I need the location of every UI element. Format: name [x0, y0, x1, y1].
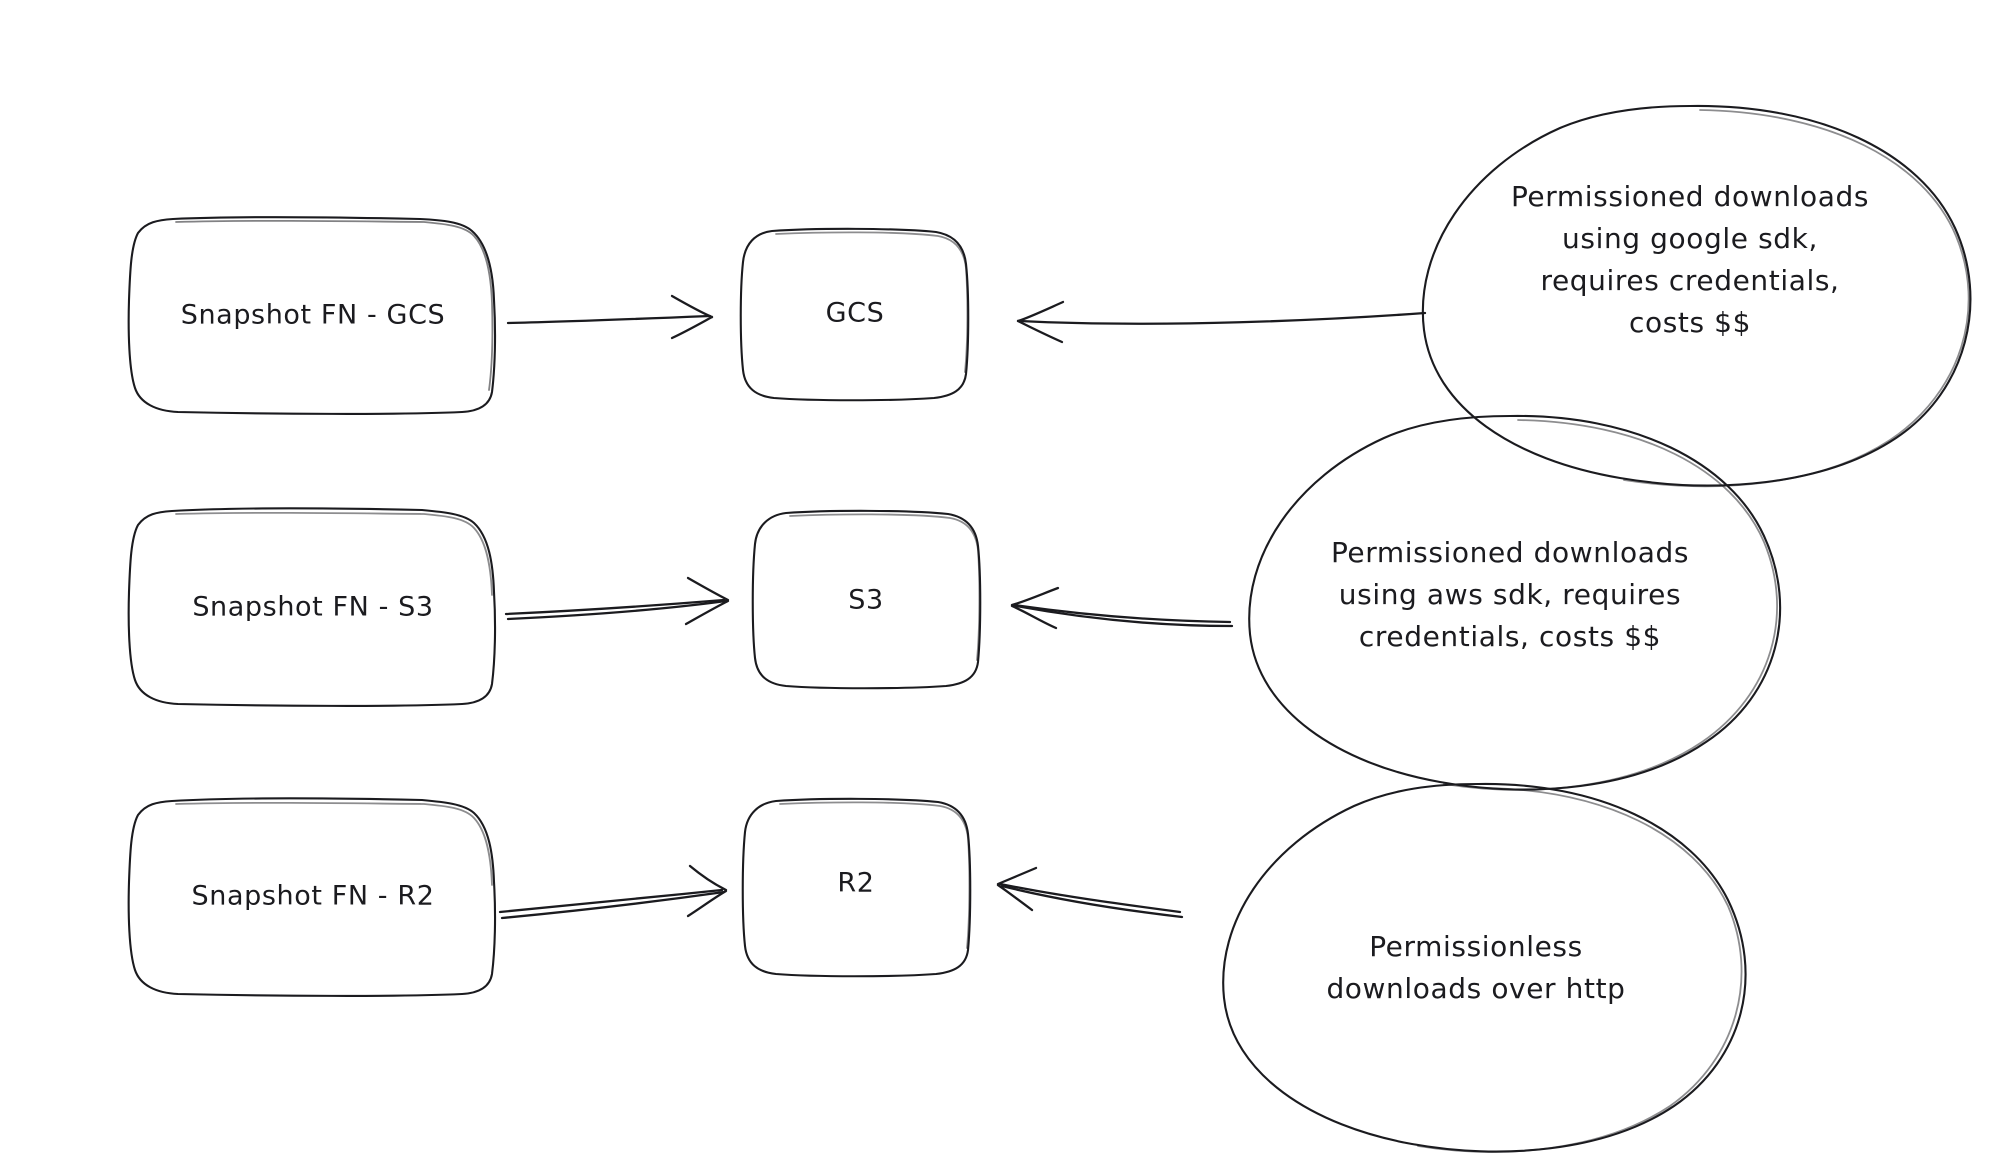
node-label-s3: S3 [848, 585, 884, 616]
note-line-gcs-4: costs $$ [1629, 306, 1751, 339]
row-r2: Snapshot FN - R2 R2 [127, 778, 1747, 1158]
node-snapshot-fn-r2[interactable]: Snapshot FN - R2 [127, 797, 498, 998]
note-line-gcs-1: Permissioned downloads [1511, 180, 1869, 213]
note-line-s3-2: using aws sdk, requires [1339, 578, 1681, 611]
arrow-note-gcs-to-gcs [1016, 300, 1427, 344]
node-gcs[interactable]: GCS [739, 227, 970, 402]
node-snapshot-fn-s3[interactable]: Snapshot FN - S3 [127, 507, 498, 708]
note-line-s3-1: Permissioned downloads [1331, 536, 1689, 569]
note-line-r2-2: downloads over http [1326, 972, 1625, 1005]
arrow-snapshot-fn-gcs-to-gcs [506, 294, 714, 340]
node-snapshot-fn-gcs[interactable]: Snapshot FN - GCS [127, 216, 498, 416]
note-bubble-r2[interactable]: Permissionless downloads over http [1218, 778, 1747, 1158]
node-r2[interactable]: R2 [741, 797, 972, 978]
arrow-snapshot-fn-r2-to-r2 [498, 864, 728, 920]
note-bubble-s3[interactable]: Permissioned downloads using aws sdk, re… [1248, 410, 1782, 791]
note-bubble-gcs[interactable]: Permissioned downloads using google sdk,… [1420, 100, 1972, 488]
note-line-r2-1: Permissionless [1369, 930, 1583, 963]
arrow-snapshot-fn-s3-to-s3 [504, 576, 730, 626]
arrow-note-s3-to-s3 [1010, 586, 1234, 630]
note-line-gcs-3: requires credentials, [1540, 264, 1839, 297]
node-label-snapshot-fn-gcs: Snapshot FN - GCS [181, 300, 446, 331]
row-gcs: Snapshot FN - GCS GCS [127, 100, 1972, 488]
node-label-snapshot-fn-r2: Snapshot FN - R2 [192, 881, 435, 912]
arrow-note-r2-to-r2 [996, 866, 1184, 919]
node-s3[interactable]: S3 [751, 509, 982, 690]
node-label-snapshot-fn-s3: Snapshot FN - S3 [192, 592, 433, 623]
row-s3: Snapshot FN - S3 S3 [127, 410, 1782, 791]
node-label-r2: R2 [837, 868, 874, 899]
note-line-gcs-2: using google sdk, [1562, 222, 1818, 255]
node-label-gcs: GCS [826, 298, 885, 329]
note-line-s3-3: credentials, costs $$ [1359, 620, 1661, 653]
